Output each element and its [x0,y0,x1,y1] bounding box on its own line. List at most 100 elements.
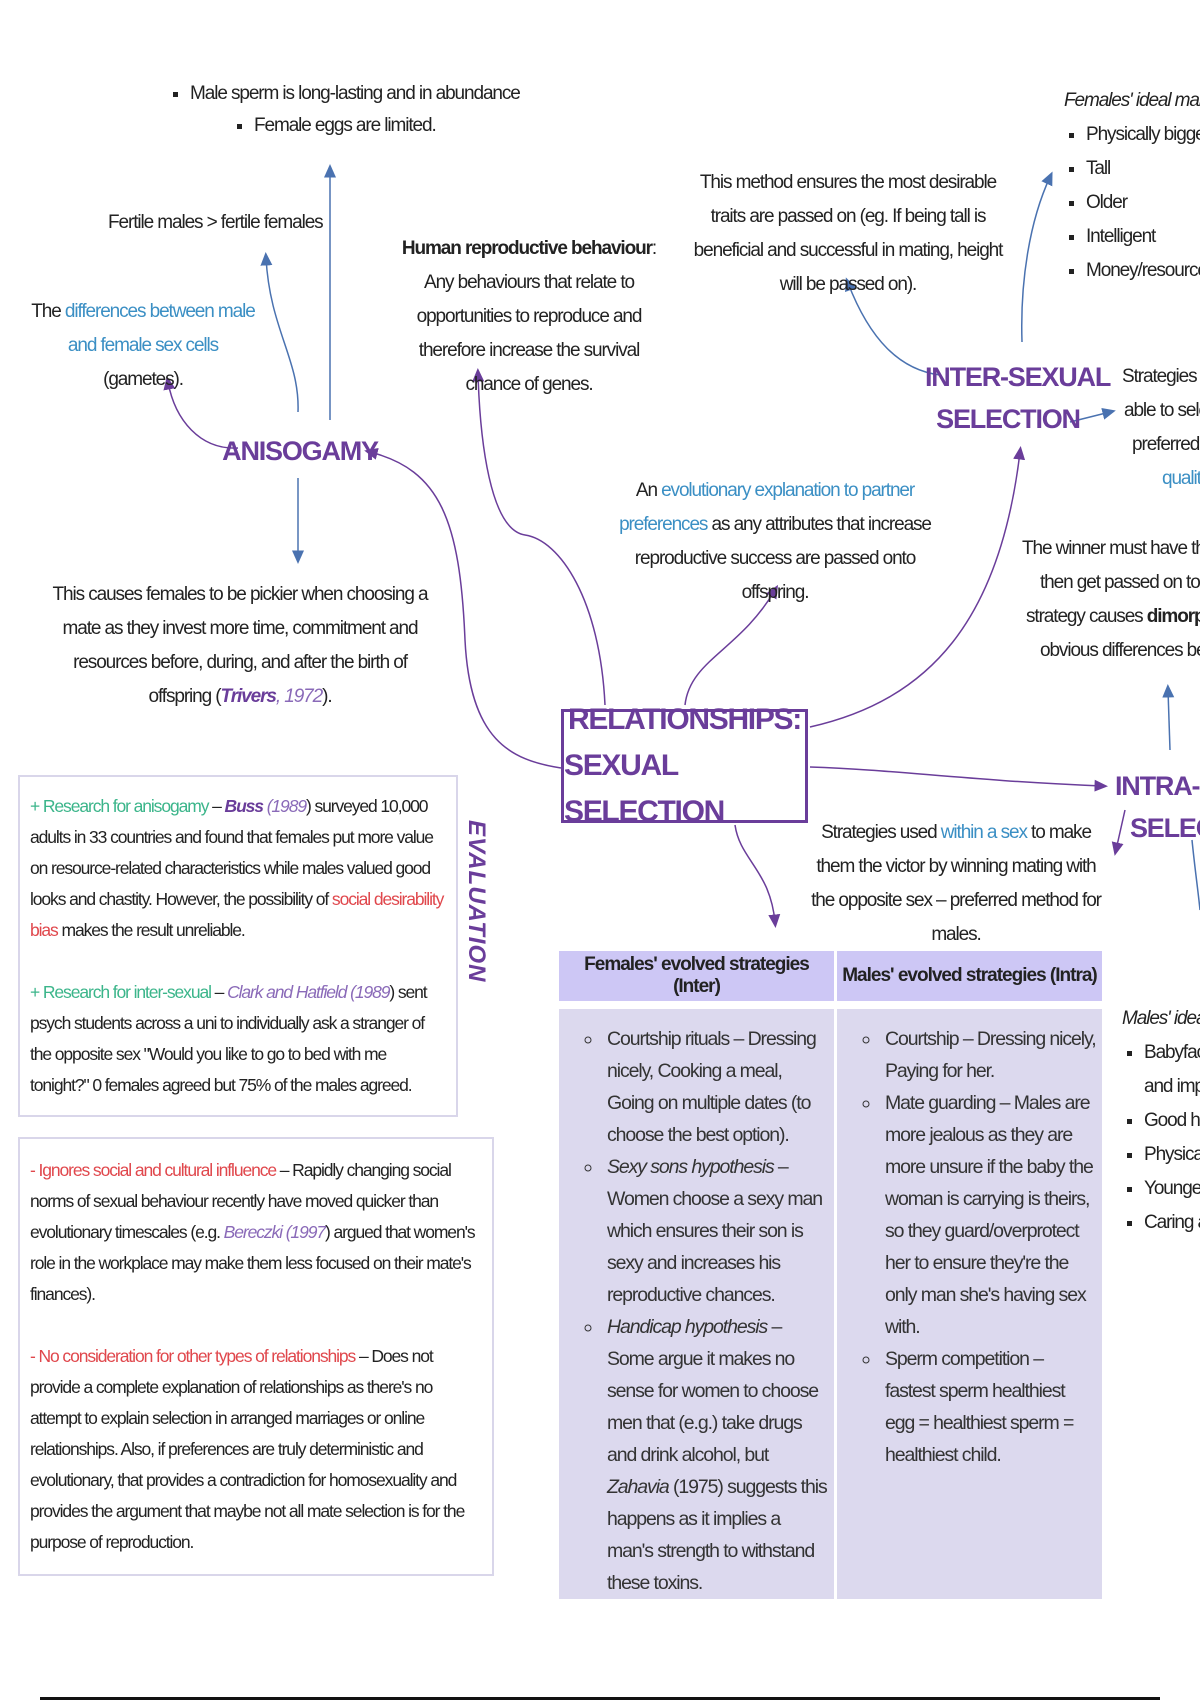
evaluation-point: - Ignores social and cultural influence … [30,1155,482,1310]
highlight: social desirability bias [30,889,444,940]
females-ideal-list: Physically bigger Tall Older Intelligent… [1064,118,1200,288]
evaluation-point: + Research for anisogamy – Buss (1989) s… [30,791,446,946]
text-line: obvious differences betwe [1040,640,1200,661]
term: Handicap hypothesis [607,1316,768,1338]
text-line: then get passed on to the [1040,572,1200,593]
node-line: SELECTI [1130,813,1200,843]
gamete-fact: Male sperm is long-lasting and in abunda… [190,78,521,110]
column-header: Females' evolved strategies (Inter) [559,951,834,1001]
table-row: Courtship rituals – Dressing nicely, Coo… [559,1009,1102,1599]
arrow-anisogamy-to-fertile [260,252,299,413]
strategies-table: Females' evolved strategies (Inter) Male… [559,951,1102,1599]
list-item: Tall [1086,152,1200,186]
list-item: Handicap hypothesis – Some argue it make… [603,1311,828,1599]
females-strategies-cell: Courtship rituals – Dressing nicely, Coo… [559,1009,834,1599]
evaluation-box-positive: + Research for anisogamy – Buss (1989) s… [18,775,458,1117]
point-heading: - Ignores social and cultural influence [30,1160,277,1180]
text-line: preferred m [1132,434,1200,455]
males-ideal-list: Babyface and impli Good hip Physically Y… [1122,1036,1200,1240]
text: (1975) suggests this happens as it impli… [607,1476,828,1594]
inter-strategies: Strategies us able to selec preferred m … [1122,360,1200,496]
central-title-box: RELATIONSHIPS: SEXUAL SELECTION [561,703,808,828]
arrow-inter-to-strategies [1069,407,1116,423]
text: as any attributes that increase reproduc… [634,514,932,603]
node-line: INTER-SEXUAL [925,362,1111,392]
list-item: Courtship – Dressing nicely, Paying for … [881,1023,1097,1087]
text: – Rapidly changing social norms of sexua… [30,1160,452,1242]
text: – Women choose a sexy man which ensures … [607,1156,823,1306]
arrow-anisogamy-to-definition [163,376,239,449]
year: , 1972 [275,686,323,707]
arrow-inter-to-method [845,277,941,376]
list-item: Mate guarding – Males are more jealous a… [881,1087,1096,1343]
list-item: Courtship rituals – Dressing nicely, Coo… [603,1023,828,1151]
text: The [31,301,65,322]
spacer [559,1001,834,1009]
point-heading: - No consideration for other types of re… [30,1346,356,1366]
highlight: differences between male and female sex … [64,301,256,356]
list-item: Caring ar [1144,1206,1200,1240]
list-item: Physically [1144,1138,1200,1172]
gamete-facts: Male sperm is long-lasting and in abunda… [168,78,521,142]
text: to make them the victor by winning matin… [811,822,1102,945]
arrow-intra-to-def [1111,809,1126,856]
text: ) surveyed 10,000 adults in 33 countries… [30,796,434,909]
list-item: Good hip [1144,1104,1200,1138]
human-repro-definition: Human reproductive behaviour: Any behavi… [398,232,660,402]
point-heading: + Research for inter-sexual [30,982,212,1002]
node-line: INTRA-SEX [1115,771,1200,801]
text-line: able to selec [1124,400,1200,421]
arrow-central-to-evolutionary [684,584,779,706]
column-header: Males' evolved strategies (Intra) [834,951,1102,1001]
text-line: Strategies us [1122,366,1200,387]
text-line: strategy causes dimorphisn [1026,600,1200,634]
inter-sexual-node: INTER-SEXUAL SELECTION [925,356,1111,440]
intra-sexual-node: INTRA-SEX SELECTI [1115,765,1200,849]
list-item: Babyface [1144,1036,1200,1070]
evaluation-box-negative: - Ignores social and cultural influence … [18,1137,494,1576]
gamete-fact: Female eggs are limited. [254,110,520,142]
text: This causes females to be pickier when c… [52,584,429,707]
list-item: Older [1086,186,1200,220]
winner-note: The winner must have the be then get pas… [1022,532,1200,668]
arrow-central-to-table [734,824,781,928]
arrow-intra-to-males-ideal [1191,839,1200,911]
list-item: and impli [1144,1076,1200,1097]
evolutionary-note: An evolutionary explanation to partner p… [605,474,945,610]
text-line: The winner must have the be [1022,538,1200,559]
evaluation-label: EVALUATION [463,820,490,983]
fertile-note: Fertile males > fertile females [108,212,324,233]
point-heading: + Research for anisogamy [30,796,209,816]
author: Bereczki (1997 [223,1222,326,1242]
highlight: within a sex [940,822,1028,843]
evaluation-column: + Research for anisogamy – Buss (1989) s… [18,775,494,1576]
list-item: Younger [1144,1172,1200,1206]
females-ideal-title: Females' ideal male ( [1064,90,1200,111]
text: – [208,796,225,816]
highlight: evolutionary explanation to partner pref… [619,480,915,535]
arrow-intra-to-winner [1162,684,1175,751]
list-item: Sexy sons hypothesis – Women choose a se… [603,1151,828,1311]
text: (gametes). [103,369,184,390]
author: Zahavia [607,1476,670,1498]
page-divider [40,1697,1160,1700]
author: Clark and Hatfield (1989 [227,982,390,1002]
bold-term: dimorphisn [1146,606,1200,627]
list-item: Sperm competition – fastest sperm health… [881,1343,1096,1471]
evaluation-point: - No consideration for other types of re… [30,1341,482,1558]
table-header-row: Females' evolved strategies (Inter) Male… [559,951,1102,1001]
text: An [635,480,662,501]
list-item: Intelligent [1086,220,1200,254]
author: Buss [224,796,265,816]
males-strategies-cell: Courtship – Dressing nicely, Paying for … [834,1009,1102,1599]
list-item: Money/resources [1086,254,1200,288]
anisogamy-node: ANISOGAMY [222,436,379,466]
text: Courtship rituals – Dressing nicely, Coo… [607,1028,817,1146]
year: (1989 [262,796,307,816]
text: ) argued that women's role in the workpl… [30,1222,476,1304]
list-item: Physically bigger [1086,118,1200,152]
spacer [834,1001,1102,1009]
intra-definition: Strategies used within a sex to make the… [806,816,1106,952]
text: – Some argue it makes no sense for women… [607,1316,819,1466]
